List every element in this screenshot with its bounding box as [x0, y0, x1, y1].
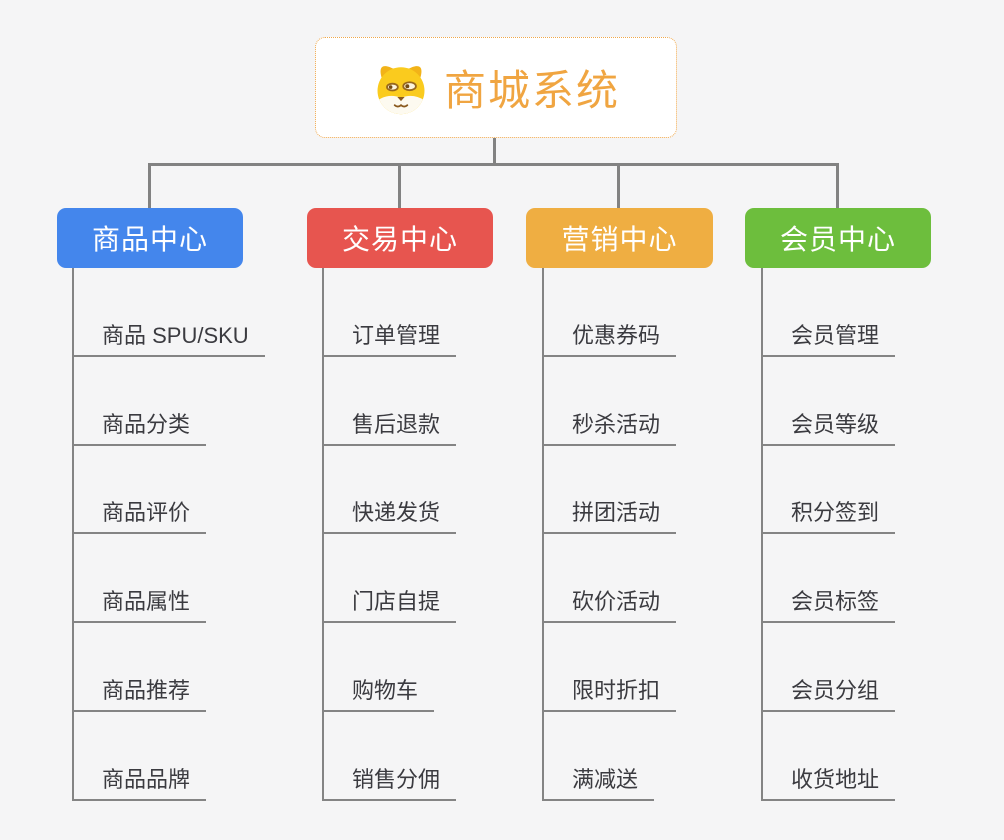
leaf-row: 购物车: [322, 623, 568, 712]
leaf-row: 商品分类: [72, 357, 318, 446]
leaf-node[interactable]: 会员分组: [761, 673, 896, 712]
leaf-row: 砍价活动: [542, 534, 788, 624]
branch-node-trade[interactable]: 交易中心: [307, 208, 493, 268]
leaf-node[interactable]: 门店自提: [322, 584, 457, 624]
branch-node-marketing[interactable]: 营销中心: [526, 208, 713, 268]
leaf-row: 商品评价: [72, 446, 318, 535]
leaf-node[interactable]: 优惠券码: [542, 318, 677, 357]
leaf-node[interactable]: 满减送: [542, 762, 655, 801]
branch-column-product: 商品 SPU/SKU 商品分类 商品评价 商品属性 商品推荐 商品品牌: [72, 268, 318, 801]
branch-column-member: 会员管理 会员等级 积分签到 会员标签 会员分组 收货地址: [761, 268, 1004, 801]
connector-root-stem: [493, 138, 496, 165]
leaf-row: 拼团活动: [542, 446, 788, 535]
connector-stub-product: [148, 165, 151, 208]
leaf-row: 会员等级: [761, 357, 1004, 446]
branch-column-trade: 订单管理 售后退款 快递发货 门店自提 购物车 销售分佣: [322, 268, 568, 801]
leaf-row: 商品品牌: [72, 712, 318, 801]
leaf-node[interactable]: 收货地址: [761, 762, 896, 801]
leaf-row: 满减送: [542, 712, 788, 801]
leaf-node[interactable]: 商品评价: [72, 495, 207, 535]
leaf-row: 商品 SPU/SKU: [72, 268, 318, 357]
branch-node-member[interactable]: 会员中心: [745, 208, 931, 268]
leaf-row: 商品推荐: [72, 623, 318, 712]
leaf-node[interactable]: 购物车: [322, 673, 435, 712]
connector-horizontal: [148, 163, 839, 166]
leaf-node[interactable]: 会员等级: [761, 407, 896, 446]
branch-node-product[interactable]: 商品中心: [57, 208, 243, 268]
leaf-node[interactable]: 会员标签: [761, 584, 896, 624]
leaf-node[interactable]: 商品分类: [72, 407, 207, 446]
connector-stub-trade: [398, 165, 401, 208]
leaf-node[interactable]: 积分签到: [761, 495, 896, 535]
dog-face-icon: [372, 60, 430, 116]
leaf-node[interactable]: 商品 SPU/SKU: [72, 318, 265, 357]
leaf-node[interactable]: 限时折扣: [542, 673, 677, 712]
leaf-node[interactable]: 商品推荐: [72, 673, 207, 712]
leaf-node[interactable]: 商品属性: [72, 584, 207, 624]
leaf-node[interactable]: 售后退款: [322, 407, 457, 446]
leaf-row: 积分签到: [761, 446, 1004, 535]
connector-stub-marketing: [617, 165, 620, 208]
leaf-node[interactable]: 秒杀活动: [542, 407, 677, 446]
leaf-node[interactable]: 会员管理: [761, 318, 896, 357]
leaf-row: 订单管理: [322, 268, 568, 357]
leaf-node[interactable]: 砍价活动: [542, 584, 677, 624]
root-node[interactable]: 商城系统: [315, 37, 677, 138]
leaf-row: 优惠券码: [542, 268, 788, 357]
branch-column-marketing: 优惠券码 秒杀活动 拼团活动 砍价活动 限时折扣 满减送: [542, 268, 788, 801]
leaf-row: 秒杀活动: [542, 357, 788, 446]
leaf-row: 销售分佣: [322, 712, 568, 801]
leaf-row: 售后退款: [322, 357, 568, 446]
leaf-row: 限时折扣: [542, 623, 788, 712]
leaf-node[interactable]: 快递发货: [322, 495, 457, 535]
leaf-row: 商品属性: [72, 534, 318, 624]
connector-stub-member: [836, 165, 839, 208]
leaf-row: 快递发货: [322, 446, 568, 535]
leaf-node[interactable]: 拼团活动: [542, 495, 677, 535]
leaf-row: 会员管理: [761, 268, 1004, 357]
leaf-row: 门店自提: [322, 534, 568, 624]
leaf-row: 会员分组: [761, 623, 1004, 712]
leaf-row: 会员标签: [761, 534, 1004, 624]
leaf-row: 收货地址: [761, 712, 1004, 801]
leaf-node[interactable]: 销售分佣: [322, 762, 457, 801]
leaf-node[interactable]: 商品品牌: [72, 762, 207, 801]
leaf-node[interactable]: 订单管理: [322, 318, 457, 357]
root-title: 商城系统: [443, 67, 620, 114]
